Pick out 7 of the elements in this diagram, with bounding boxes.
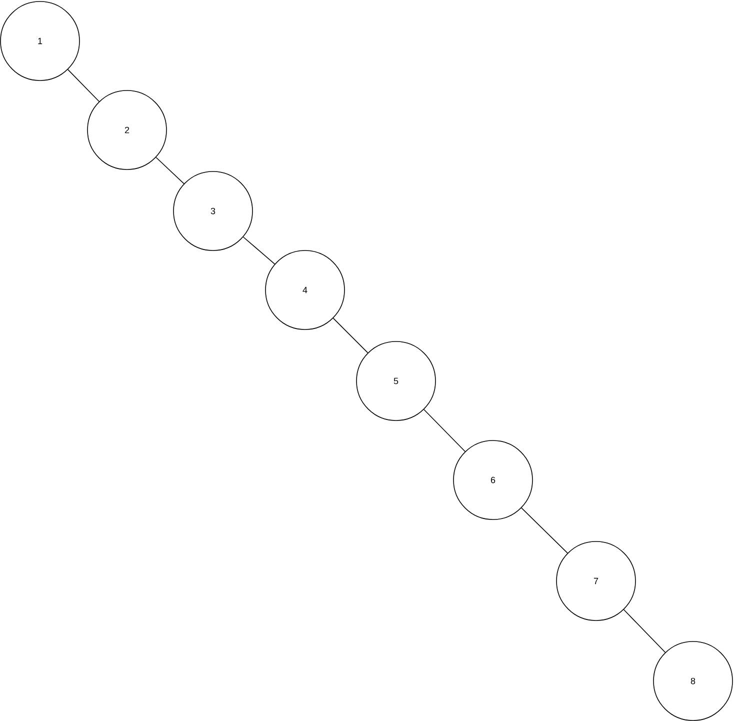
connector-line xyxy=(521,508,568,554)
connector-line xyxy=(623,609,666,653)
connector-line xyxy=(424,409,466,452)
connector-line xyxy=(242,236,276,264)
connector-line xyxy=(68,69,100,102)
connector-line xyxy=(156,156,184,184)
connector-line xyxy=(332,318,368,354)
